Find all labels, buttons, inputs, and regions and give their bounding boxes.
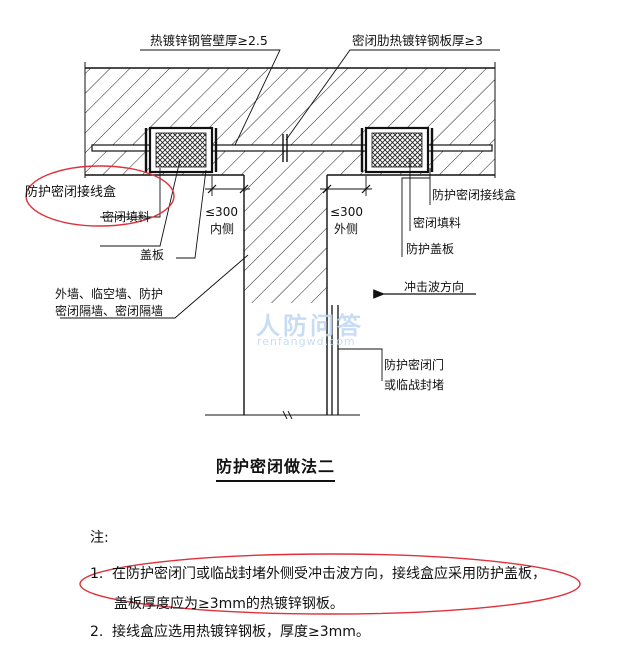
watermark-sub: renfangwd.com [257, 335, 356, 348]
annotation-ellipse-box [25, 165, 175, 227]
label-pipe-wall: 热镀锌钢管壁厚≥2.5 [150, 33, 268, 48]
watermark-main: 人防问答 [256, 312, 364, 340]
note-text-line: 接线盒应选用热镀锌钢板，厚度≥3mm。 [112, 624, 370, 640]
note-text-line: 在防护密闭门或临战封堵外侧受冲击波方向，接线盒应采用防护盖板， [112, 566, 546, 582]
label-shock-wave: 冲击波方向 [404, 280, 465, 294]
label-door-1: 防护密闭门 [384, 358, 445, 372]
note-number: 2. [90, 624, 104, 640]
note-item-1: 1. 在防护密闭门或临战封堵外侧受冲击波方向，接线盒应采用防护盖板， [90, 566, 546, 582]
label-wall-types-2: 密闭隔墙、密闭隔墙 [55, 304, 164, 318]
label-dim-outer-side: 外侧 [334, 222, 359, 236]
left-junction-box [144, 126, 218, 174]
label-right-cover: 防护盖板 [406, 242, 455, 256]
label-left-filler: 密闭填料 [102, 210, 151, 224]
steel-pipe [91, 134, 493, 162]
dimension-outer [320, 176, 372, 196]
label-door-2: 或临战封堵 [384, 378, 445, 392]
note-item-2: 2. 接线盒应选用热镀锌钢板，厚度≥3mm。 [90, 624, 370, 640]
annotation-ellipse-note [79, 553, 581, 615]
label-left-cover: 盖板 [140, 248, 165, 262]
label-right-filler: 密闭填料 [413, 216, 462, 230]
label-dim-outer-value: ≤300 [330, 205, 363, 219]
vertical-wall [205, 175, 360, 420]
label-wall-types-1: 外墙、临空墙、防护 [55, 287, 164, 301]
leader-lines [60, 49, 500, 381]
drawing-caption: 防护密闭做法二 [216, 453, 336, 482]
protective-door [331, 305, 339, 415]
dimension-inner [205, 176, 250, 196]
right-junction-box [360, 126, 434, 174]
note-text-continuation: 盖板厚度应为≥3mm的热镀锌钢板。 [114, 596, 344, 612]
label-left-box: 防护密闭接线盒 [25, 185, 117, 200]
note-number: 1. [90, 566, 104, 582]
label-steel-plate: 密闭肋热镀锌钢板厚≥3 [352, 33, 483, 48]
label-dim-inner-side: 内侧 [210, 222, 235, 236]
notes-heading: 注: [90, 530, 109, 546]
label-right-box: 防护密闭接线盒 [432, 188, 517, 202]
label-dim-inner-value: ≤300 [205, 205, 238, 219]
